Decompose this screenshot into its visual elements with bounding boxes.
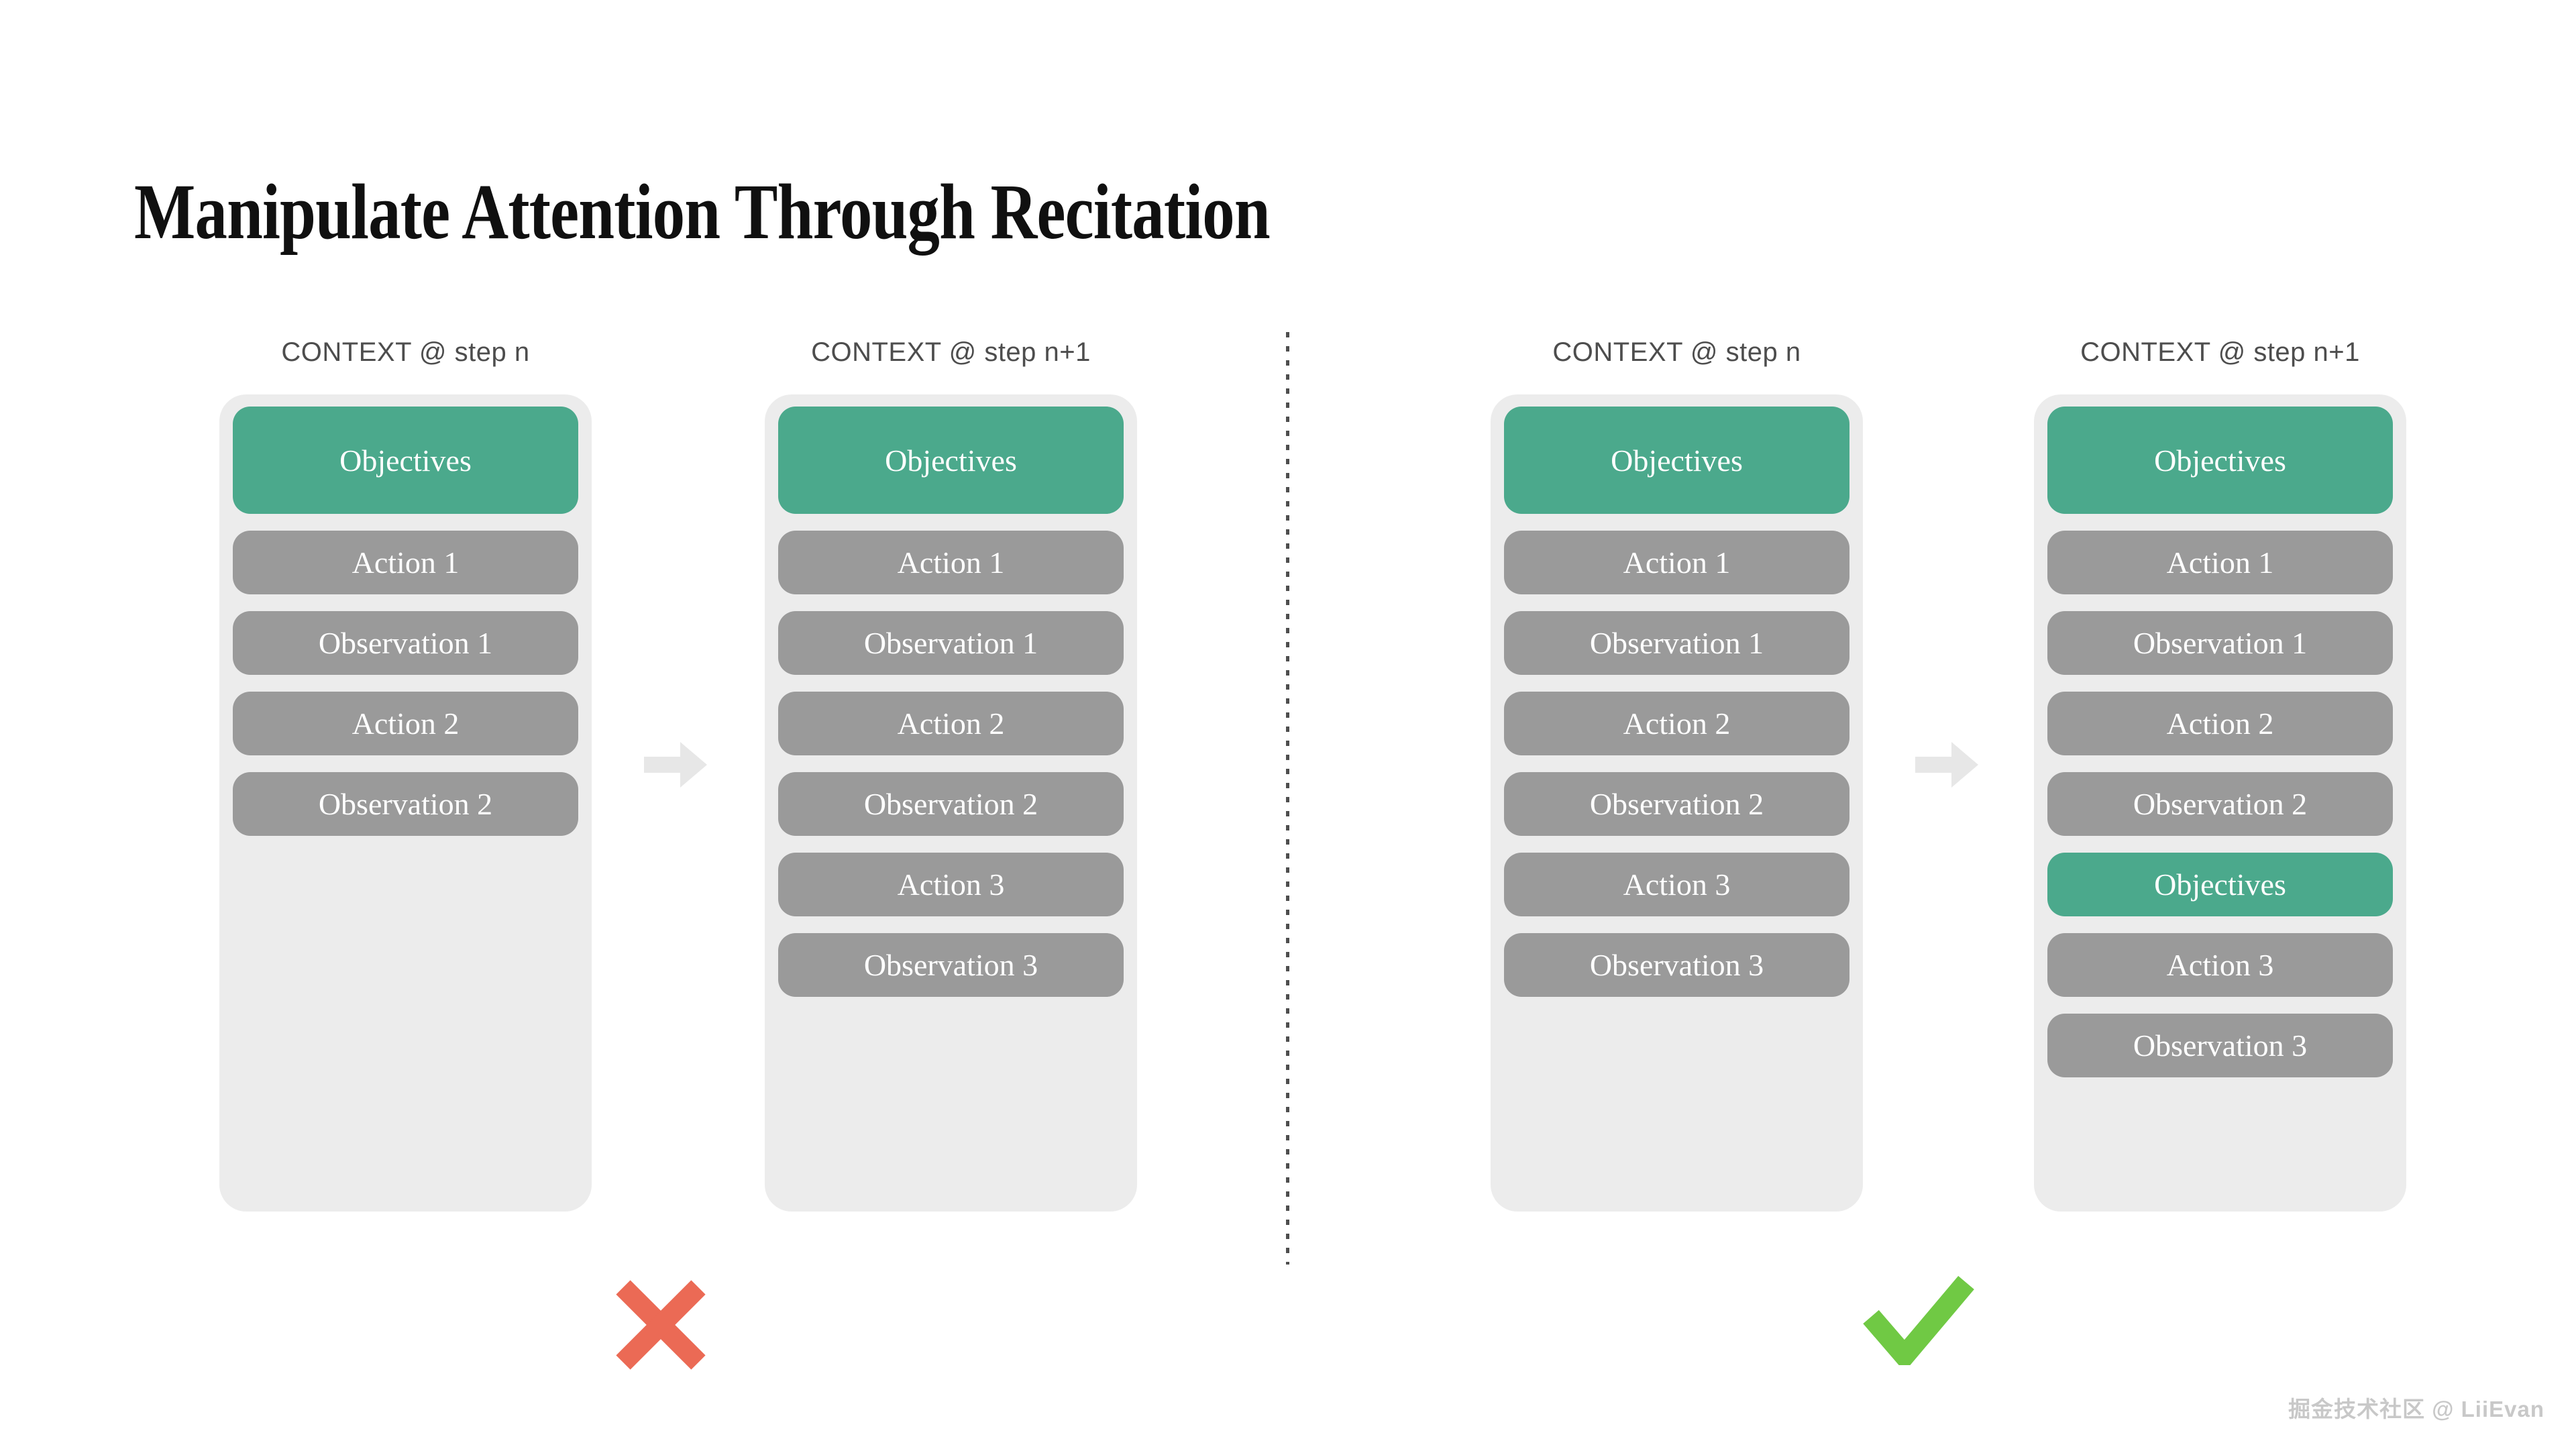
action-pill: Action 3	[778, 853, 1124, 916]
checkmark-icon	[1863, 1276, 1974, 1365]
context-panel: Objectives Action 1 Observation 1 Action…	[2034, 394, 2406, 1212]
observation-pill: Observation 2	[233, 772, 578, 836]
observation-pill: Observation 3	[2047, 1014, 2393, 1077]
action-pill: Action 2	[233, 692, 578, 755]
objectives-pill: Objectives	[778, 407, 1124, 514]
observation-pill: Observation 3	[778, 933, 1124, 997]
correct-example-step-n-column: CONTEXT @ step n Objectives Action 1 Obs…	[1491, 332, 1863, 1212]
action-pill: Action 2	[1504, 692, 1849, 755]
page-title: Manipulate Attention Through Recitation	[134, 168, 1271, 256]
observation-pill: Observation 2	[1504, 772, 1849, 836]
right-arrow-icon	[644, 742, 707, 788]
context-header: CONTEXT @ step n	[1552, 337, 1801, 367]
cross-icon	[616, 1280, 706, 1370]
observation-pill: Observation 2	[778, 772, 1124, 836]
objectives-pill: Objectives	[1504, 407, 1849, 514]
action-pill: Action 3	[2047, 933, 2393, 997]
context-panel: Objectives Action 1 Observation 1 Action…	[765, 394, 1137, 1212]
observation-pill: Observation 2	[2047, 772, 2393, 836]
recited-objectives-pill: Objectives	[2047, 853, 2393, 916]
context-header: CONTEXT @ step n+1	[2080, 337, 2360, 367]
vertical-dotted-divider	[1286, 332, 1289, 1265]
context-panel: Objectives Action 1 Observation 1 Action…	[1491, 394, 1863, 1212]
context-header: CONTEXT @ step n	[281, 337, 530, 367]
watermark: 掘金技术社区 @ LiiEvan	[2288, 1397, 2544, 1421]
observation-pill: Observation 3	[1504, 933, 1849, 997]
context-header: CONTEXT @ step n+1	[811, 337, 1091, 367]
objectives-pill: Objectives	[2047, 407, 2393, 514]
wrong-example-step-n-column: CONTEXT @ step n Objectives Action 1 Obs…	[219, 332, 592, 1212]
observation-pill: Observation 1	[778, 611, 1124, 675]
action-pill: Action 2	[778, 692, 1124, 755]
context-panel: Objectives Action 1 Observation 1 Action…	[219, 394, 592, 1212]
action-pill: Action 1	[2047, 531, 2393, 594]
correct-example-step-n1-column: CONTEXT @ step n+1 Objectives Action 1 O…	[2034, 332, 2406, 1212]
action-pill: Action 2	[2047, 692, 2393, 755]
observation-pill: Observation 1	[1504, 611, 1849, 675]
right-arrow-icon	[1915, 742, 1978, 788]
observation-pill: Observation 1	[233, 611, 578, 675]
action-pill: Action 3	[1504, 853, 1849, 916]
wrong-example-step-n1-column: CONTEXT @ step n+1 Objectives Action 1 O…	[765, 332, 1137, 1212]
objectives-pill: Objectives	[233, 407, 578, 514]
action-pill: Action 1	[778, 531, 1124, 594]
observation-pill: Observation 1	[2047, 611, 2393, 675]
action-pill: Action 1	[233, 531, 578, 594]
action-pill: Action 1	[1504, 531, 1849, 594]
